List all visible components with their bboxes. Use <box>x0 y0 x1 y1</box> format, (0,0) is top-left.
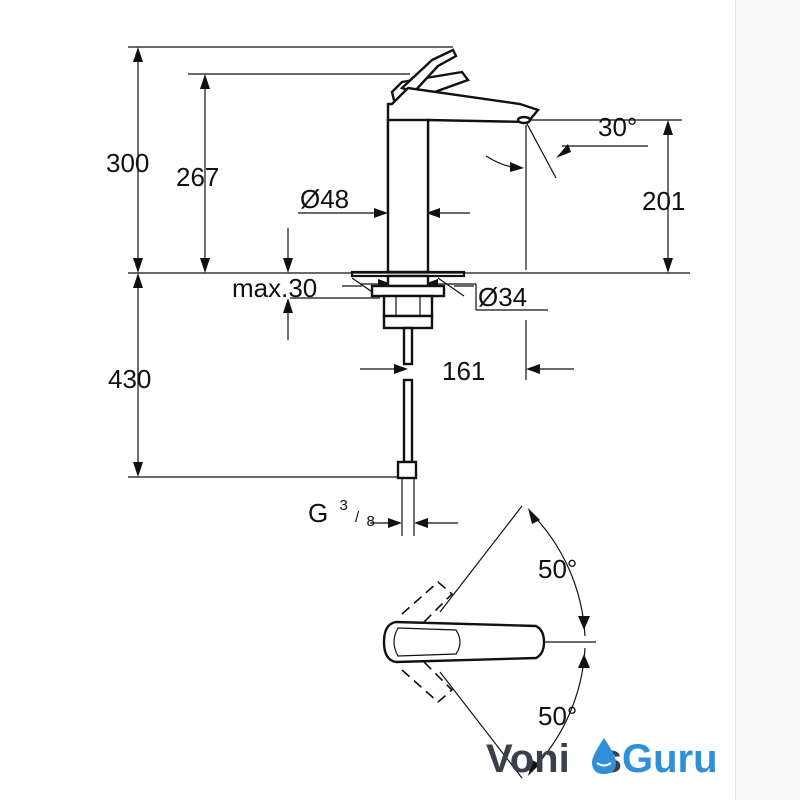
watermark-logo: VonisGuru <box>486 737 718 781</box>
faucet-side-view <box>386 48 541 274</box>
dimension-spout-angle <box>485 121 648 179</box>
deck-thickness-label: max.30 <box>232 273 317 303</box>
dimension-spout-reach <box>360 364 574 374</box>
total-height-label: 300 <box>106 148 149 178</box>
lever-top-view <box>382 505 596 779</box>
watermark-part1: Voni <box>486 737 570 781</box>
dimension-430 <box>133 273 143 477</box>
lever-angle-down-label: 50° <box>538 701 577 731</box>
spout-height-label: 267 <box>176 162 219 192</box>
dimension-body-diameter <box>298 208 470 218</box>
dimension-267 <box>200 74 210 273</box>
dimension-connection <box>370 518 458 528</box>
mounting-assembly <box>342 270 474 330</box>
lever-angle-up-label: 50° <box>538 554 577 584</box>
water-drop-icon <box>592 738 616 774</box>
connection-thread-label: G 3 / 8 <box>308 486 375 530</box>
hose-length-label: 430 <box>108 364 151 394</box>
body-diameter-label: Ø48 <box>300 184 349 214</box>
dimension-300 <box>133 47 143 273</box>
dimension-201 <box>663 120 673 273</box>
dimension-deck-thickness <box>283 228 293 340</box>
page-right-margin <box>735 0 800 800</box>
supply-hose <box>396 326 418 536</box>
spout-reach-label: 161 <box>442 356 485 386</box>
reach-height-label: 201 <box>642 186 685 216</box>
spout-angle-label: 30° <box>598 112 637 142</box>
hole-diameter-label: Ø34 <box>478 282 527 312</box>
watermark-part3: Guru <box>622 737 718 781</box>
